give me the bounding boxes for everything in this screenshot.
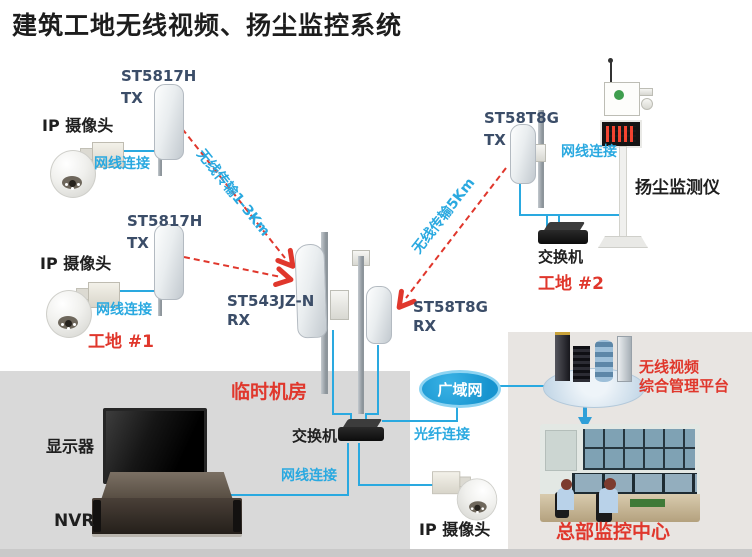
- site2-label: 工地 #2: [538, 274, 604, 294]
- wireless-link-3-line: [405, 167, 507, 299]
- rx1-role-label: RX: [227, 311, 251, 329]
- page-title: 建筑工地无线视频、扬尘监控系统: [12, 11, 403, 40]
- arrowhead-link2: [273, 266, 294, 288]
- switch1-label: 交换机: [292, 427, 338, 445]
- wireless-link-1-line: [175, 120, 286, 259]
- lan-cable4-label: 网线连接: [281, 468, 337, 484]
- hq-label: 总部监控中心: [556, 521, 671, 543]
- ip-camera-1: [48, 136, 126, 202]
- platform-label-line2: 综合管理平台: [639, 377, 730, 395]
- camera2-label: IP 摄像头: [40, 254, 112, 273]
- monitor-label: 显示器: [46, 437, 95, 456]
- cable-rx2-switch: [365, 345, 379, 421]
- monitor-wall: [583, 428, 696, 471]
- arrowhead-link3: [396, 288, 417, 310]
- nvr-box: [92, 468, 242, 538]
- tx1-model-label: ST5817H: [121, 67, 197, 85]
- platform-label-line1: 无线视频: [639, 358, 700, 376]
- nvr-label: NVR: [54, 511, 95, 531]
- wireless-link-2-line: [183, 256, 282, 278]
- rx2-role-label: RX: [413, 317, 437, 335]
- tx-antenna-2: [150, 224, 186, 316]
- cable-switch-camera3: [358, 443, 434, 486]
- tx3-role-label: TX: [484, 131, 506, 149]
- rx1-model-label: ST543JZ-N: [227, 292, 315, 310]
- rx-antenna-2: [352, 250, 394, 416]
- dust-monitor-label: 扬尘监测仪: [635, 178, 720, 198]
- wan-cloud: 广域网: [419, 370, 501, 408]
- server-platform: [543, 330, 645, 408]
- tx-antenna-3: [508, 108, 552, 208]
- sensor-logo: [614, 90, 624, 100]
- tx2-role-label: TX: [127, 234, 149, 252]
- rx2-model-label: ST58T8G: [413, 298, 488, 316]
- bottom-border: [0, 549, 752, 557]
- rx-antenna-1: [294, 230, 352, 400]
- operator-1: [553, 474, 577, 519]
- tx-antenna-1: [150, 84, 186, 176]
- ip-camera-2: [44, 276, 122, 342]
- lan-cable2-label: 网线连接: [96, 302, 152, 318]
- fiber-label: 光纤连接: [414, 427, 470, 443]
- camera1-label: IP 摄像头: [42, 116, 114, 135]
- lan-cable3-label: 网线连接: [561, 144, 617, 160]
- arrowhead-link1: [275, 247, 296, 269]
- switch-site2: [538, 222, 590, 248]
- switch-room: [338, 419, 386, 445]
- lan-cable1-label: 网线连接: [94, 156, 150, 172]
- ip-camera-3: [430, 466, 499, 524]
- tx2-model-label: ST5817H: [127, 212, 203, 230]
- cable-rx1-switch: [332, 330, 352, 421]
- wan-label: 广域网: [437, 380, 483, 399]
- switch2-label: 交换机: [538, 248, 584, 266]
- dust-monitor-station: [596, 58, 654, 250]
- site1-label: 工地 #1: [88, 332, 154, 352]
- control-room-photo: [540, 424, 700, 522]
- tx3-model-label: ST58T8G: [484, 109, 559, 127]
- operator-2: [594, 472, 622, 522]
- machine-room-label: 临时机房: [231, 381, 308, 403]
- camera3-label: IP 摄像头: [419, 520, 491, 539]
- tx1-role-label: TX: [121, 89, 143, 107]
